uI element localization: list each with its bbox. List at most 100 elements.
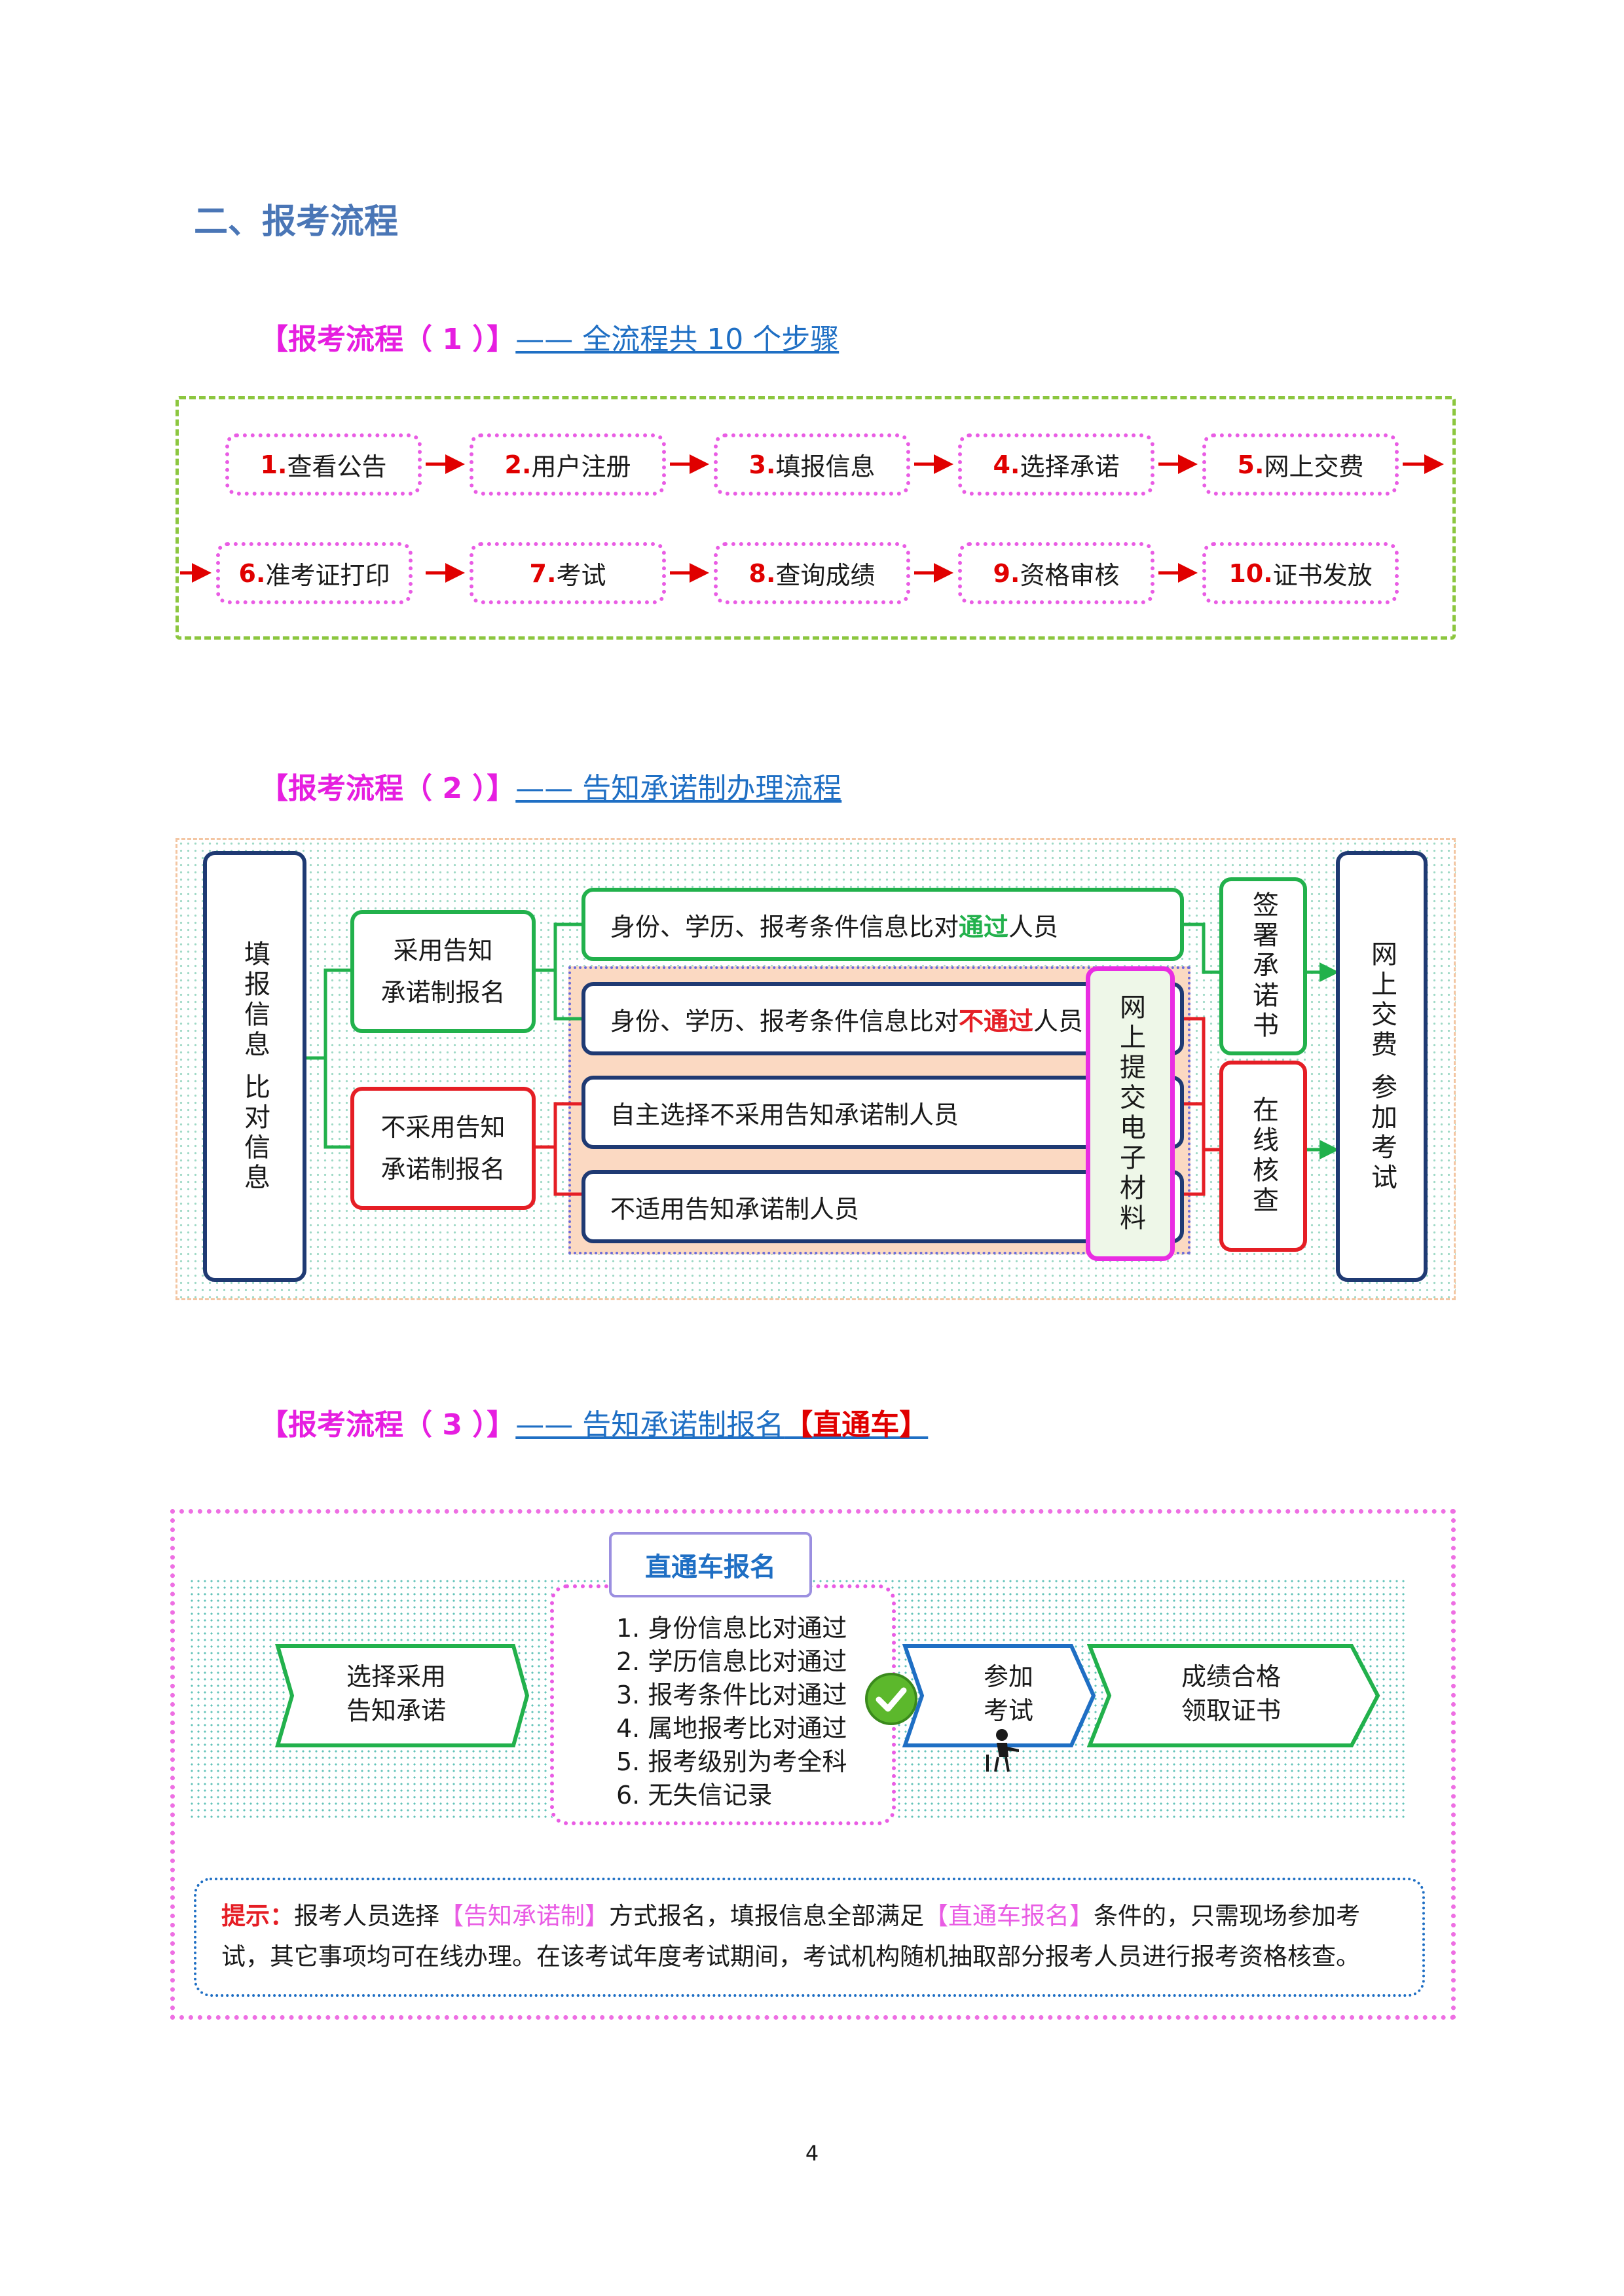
row-self-select: 自主选择不采用告知承诺制人员	[581, 1076, 1184, 1149]
row-passed: 身份、学历、报考条件信息比对通过人员	[581, 888, 1184, 961]
step-number: 6.	[238, 558, 266, 588]
tip-box: 提示：报考人员选择【告知承诺制】方式报名，填报信息全部满足【直通车报名】条件的，…	[194, 1878, 1425, 1997]
section-heading: 二、报考流程	[194, 202, 399, 242]
step-number: 3.	[748, 450, 776, 479]
row-passed-text: 身份、学历、报考条件信息比对通过人员	[585, 907, 1058, 943]
step-number: 8.	[748, 558, 776, 588]
result-chevron	[1087, 1644, 1380, 1747]
submit-materials-text: 网上提交电子材料	[1115, 993, 1145, 1234]
verify-box-text: 在线核查	[1248, 1096, 1278, 1216]
branch-not-adopt: 不采用告知 承诺制报名	[350, 1087, 536, 1210]
connector-line	[1184, 1017, 1206, 1104]
step-2: 2.用户注册	[470, 433, 666, 496]
choose-text: 选择采用 告知承诺	[288, 1660, 504, 1728]
flow3-frame	[170, 1509, 1456, 2020]
flow2-title: 【报考流程（ 2 ）】—— 告知承诺制办理流程	[259, 765, 841, 807]
exam-line1: 参加	[983, 1662, 1033, 1691]
result-line2: 领取证书	[1181, 1696, 1281, 1725]
step-number: 1.	[260, 450, 287, 479]
row-highlight: 通过	[959, 912, 1009, 941]
connector-line	[536, 1102, 581, 1149]
connector-line	[553, 970, 581, 1021]
result-line1: 成绩合格	[1181, 1662, 1281, 1691]
flow1-tag: 【报考流程（ 1 ）】	[259, 323, 516, 356]
row-not-applicable-text: 不适用告知承诺制人员	[610, 1194, 860, 1224]
step-6: 6.准考证打印	[216, 542, 413, 604]
connector-line	[553, 1147, 581, 1196]
branch-adopt-line2: 承诺制报名	[380, 978, 506, 1007]
start-box-text: 填报信息 比对信息	[240, 939, 270, 1194]
check-icon	[865, 1673, 917, 1725]
flow3-subtitle-red: 【直通车】	[784, 1408, 929, 1442]
tip-label: 提示：	[221, 1902, 294, 1930]
flow1-title: 【报考流程（ 1 ）】—— 全流程共 10 个步骤	[259, 316, 839, 357]
step-number: 9.	[993, 558, 1020, 588]
step-label: 考试	[556, 561, 606, 590]
choose-chevron	[275, 1644, 530, 1747]
person-at-desk-icon	[986, 1729, 1019, 1772]
condition-item: 1. 身份信息比对通过	[616, 1614, 847, 1643]
step-1: 1.查看公告	[225, 433, 422, 496]
condition-item: 3. 报考条件比对通过	[616, 1681, 847, 1709]
submit-materials-box: 网上提交电子材料	[1086, 966, 1175, 1261]
flow1-subtitle: —— 全流程共 10 个步骤	[515, 323, 840, 356]
row-highlight: 不通过	[959, 1006, 1034, 1036]
row-failed: 身份、学历、报考条件信息比对不通过人员	[581, 982, 1184, 1055]
branch-not-adopt-line2: 承诺制报名	[380, 1155, 506, 1184]
row-text-suffix: 人员	[1033, 1006, 1084, 1036]
condition-item: 4. 属地报考比对通过	[616, 1714, 847, 1743]
step-number: 5.	[1237, 450, 1264, 479]
step-10: 10.证书发放	[1202, 542, 1399, 604]
tip-keyword: 【直通车报名】	[924, 1902, 1094, 1930]
condition-item: 6. 无失信记录	[616, 1781, 773, 1810]
end-box: 网上交费 参加考试	[1336, 851, 1428, 1282]
step-number: 4.	[993, 450, 1020, 479]
step-label: 查询成绩	[775, 561, 876, 590]
flow3-subtitle-text: —— 告知承诺制报名	[515, 1408, 784, 1442]
step-label: 资格审核	[1020, 561, 1120, 590]
step-7: 7.考试	[470, 542, 666, 604]
branch-adopt-line1: 采用告知	[393, 936, 493, 965]
connector-line	[536, 922, 581, 972]
step-8: 8.查询成绩	[714, 542, 910, 604]
exam-chevron	[902, 1644, 1096, 1747]
exam-text: 参加 考试	[930, 1660, 1087, 1728]
flow3-title: 【报考流程（ 3 ）】—— 告知承诺制报名【直通车】	[259, 1401, 928, 1443]
flow2-tag: 【报考流程（ 2 ）】	[259, 772, 516, 805]
row-text-prefix: 身份、学历、报考条件信息比对	[610, 912, 959, 941]
step-label: 用户注册	[531, 452, 631, 481]
result-text: 成绩合格 领取证书	[1120, 1660, 1342, 1728]
row-self-select-text: 自主选择不采用告知承诺制人员	[610, 1100, 959, 1129]
verify-box: 在线核查	[1219, 1061, 1307, 1252]
choose-line2: 告知承诺	[346, 1696, 446, 1725]
conditions-list: 1. 身份信息比对通过 2. 学历信息比对通过 3. 报考条件比对通过 4. 属…	[616, 1612, 847, 1812]
step-3: 3.填报信息	[714, 433, 910, 496]
step-label: 选择承诺	[1020, 452, 1120, 481]
sign-box: 签署承诺书	[1219, 877, 1307, 1055]
step-label: 查看公告	[287, 452, 387, 481]
row-not-applicable: 不适用告知承诺制人员	[581, 1170, 1184, 1243]
flow2-connectors	[306, 922, 1339, 1196]
connector-line	[323, 1058, 350, 1149]
condition-item: 5. 报考级别为考全科	[616, 1747, 847, 1776]
step-number: 10.	[1228, 558, 1273, 588]
step-label: 填报信息	[775, 452, 876, 481]
flow3-subtitle: —— 告知承诺制报名【直通车】	[515, 1408, 928, 1442]
step-number: 7.	[529, 558, 557, 588]
flow2-subtitle: —— 告知承诺制办理流程	[515, 772, 842, 805]
row-text-prefix: 身份、学历、报考条件信息比对	[610, 1006, 959, 1036]
connector-line	[306, 968, 350, 1060]
step-5: 5.网上交费	[1202, 433, 1399, 496]
connector-line	[1184, 922, 1219, 974]
tip-text: 报考人员选择	[294, 1902, 439, 1930]
step-label: 网上交费	[1264, 452, 1364, 481]
flow1-arrows	[180, 454, 1444, 583]
step-4: 4.选择承诺	[958, 433, 1154, 496]
exam-line2: 考试	[983, 1696, 1033, 1725]
step-label: 证书发放	[1272, 561, 1373, 590]
step-label: 准考证打印	[265, 561, 390, 590]
tip-text: 方式报名，填报信息全部满足	[609, 1902, 924, 1930]
step-9: 9.资格审核	[958, 542, 1154, 604]
flow1-frame	[175, 396, 1456, 640]
branch-adopt: 采用告知 承诺制报名	[350, 910, 536, 1033]
